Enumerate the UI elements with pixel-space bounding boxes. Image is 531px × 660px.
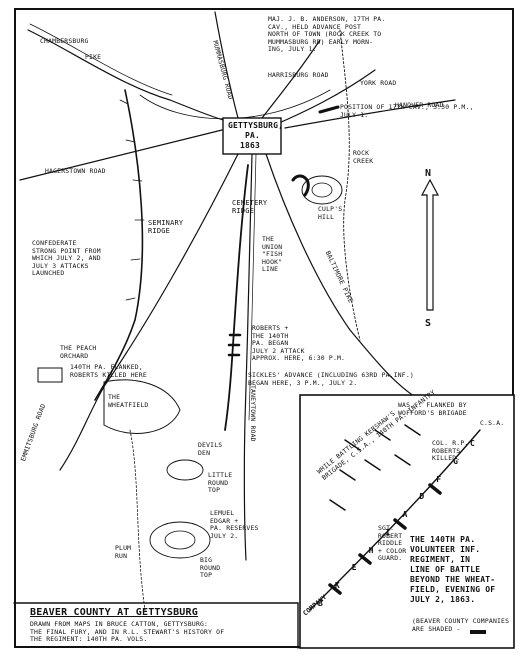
culps-hill-label: CULP'S HILL <box>318 205 343 221</box>
anderson-note: MAJ. J. B. ANDERSON, 17TH PA. CAV., HELD… <box>268 15 386 54</box>
york-label: YORK ROAD <box>360 79 397 87</box>
chambersburg-label: CHAMBERSBURG <box>40 37 89 45</box>
battle-line <box>309 429 481 611</box>
wheatfield-label: THE WHEATFIELD <box>108 393 149 409</box>
hagerstown-label: HAGERSTOWN ROAD <box>45 167 106 175</box>
town-line3: 1863 <box>240 141 261 150</box>
wheatfield <box>103 379 181 434</box>
plum-run-label: PLUM RUN <box>115 544 132 560</box>
company-letter: H <box>368 545 374 555</box>
cavalry-position-note: POSITION OF 17TH CAV., 3:30 P.M., JULY 1… <box>340 103 474 119</box>
flanked-note: 140TH PA. FLANKED, ROBERTS KILLED HERE <box>70 363 147 379</box>
harrisburg-road <box>261 39 321 119</box>
hagerstown-road <box>19 129 223 181</box>
company-letter: D <box>419 492 425 502</box>
seminary-ridge-label: SEMINARY RIDGE <box>148 219 184 235</box>
map-border <box>14 8 514 648</box>
inset-sgt-riddle: SGT. ROBERT RIDDLE + COLOR GUARD. <box>378 524 407 563</box>
company-letter: F <box>436 474 442 484</box>
rock-creek <box>339 29 361 341</box>
peach-orchard-mark <box>37 367 63 383</box>
company-letter: I <box>385 527 391 537</box>
lemuel-note: LEMUEL EDGAR + PA. RESERVES JULY 2. <box>210 509 259 540</box>
harrisburg-label: HARRISBURG ROAD <box>268 71 329 79</box>
rock-creek-label: ROCK CREEK <box>353 149 374 165</box>
north-label: N <box>425 168 432 179</box>
company-letter: K <box>334 581 340 591</box>
cemetery-ridge-label: CEMETERY RIDGE <box>232 199 268 215</box>
hanover-road <box>284 99 456 129</box>
inset-col-roberts: COL. R.P. ROBERTS KILLED. <box>432 439 469 463</box>
seminary-ridge <box>94 89 144 401</box>
fishhook-line <box>291 174 310 197</box>
fishhook-note: THE UNION "FISH HOOK" LINE <box>262 235 283 274</box>
confederate-note: CONFEDERATE STRONG POINT FROM WHICH JULY… <box>32 239 101 278</box>
inset-flanked-note: WAS... FLANKED BY WOFFORD'S BRIGADE <box>398 401 467 417</box>
south-label: S <box>425 318 432 329</box>
little-round-top-label: LITTLE ROUND TOP <box>208 471 233 495</box>
town-line1: GETTYSBURG, <box>228 121 284 130</box>
mummasburg-road <box>214 11 239 119</box>
hanover-label: HANOVER ROAD <box>395 101 444 109</box>
company-letter: C <box>470 439 476 448</box>
company-letter: G <box>453 456 459 466</box>
roberts-note: ROBERTS + THE 140TH PA. BEGAN JULY 2 ATT… <box>252 324 346 363</box>
devils-den-label: DEVILS DEN <box>198 441 223 457</box>
chambersburg-pike <box>27 29 231 123</box>
company-letter: A <box>402 510 408 520</box>
sickles-note: SICKLES' ADVANCE (INCLUDING 63RD PA.INF.… <box>248 371 414 387</box>
inset-title: THE 140TH PA. VOLUNTEER INF. REGIMENT, I… <box>410 535 496 604</box>
company-letter: E <box>351 563 357 573</box>
york-road <box>271 69 376 127</box>
caption-credit: DRAWN FROM MAPS IN BRUCE CATTON, GETTYSB… <box>30 620 225 644</box>
inset-box <box>299 394 515 649</box>
town-line2: PA. <box>245 131 261 140</box>
pike-label: PIKE <box>85 53 102 61</box>
emmitsburg-road <box>59 153 239 471</box>
inset-csa-label: C.S.A. <box>480 419 505 427</box>
taneytown-road <box>243 153 253 561</box>
taneytown-label: TANEYTOWN ROAD <box>249 385 257 442</box>
big-round-top-label: BIG ROUND TOP <box>200 556 221 580</box>
compass-arrow <box>421 178 439 311</box>
cemetery-ridge <box>224 164 249 431</box>
baltimore-pike <box>265 153 421 401</box>
caption-title: BEAVER COUNTY AT GETTYSBURG <box>30 607 198 618</box>
inset-shaded-note: (BEAVER COUNTY COMPANIES ARE SHADED - <box>412 617 510 633</box>
peach-orchard-label: THE PEACH ORCHARD <box>60 344 97 360</box>
plum-run <box>129 429 146 611</box>
company-letter: B <box>318 599 324 608</box>
